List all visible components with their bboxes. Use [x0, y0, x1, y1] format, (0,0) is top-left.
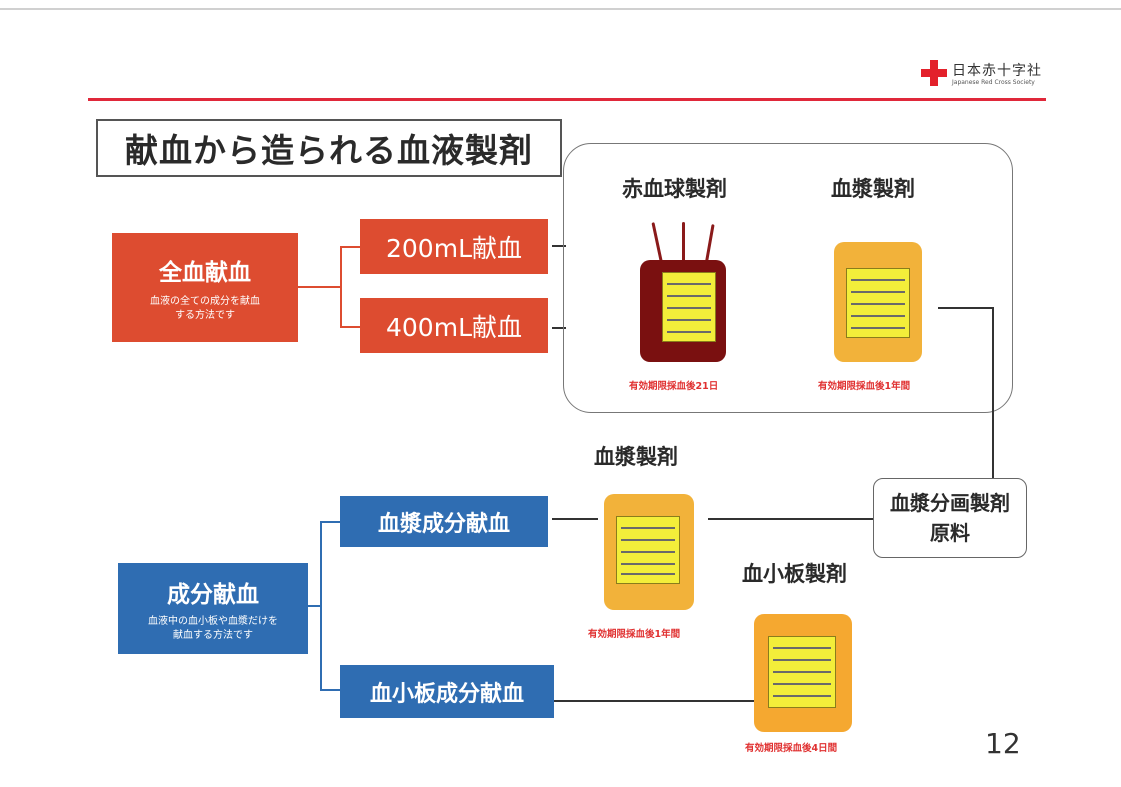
- donation-200ml-label: 200mL献血: [386, 233, 522, 263]
- page-title: 献血から造られる血液製剤: [96, 119, 562, 177]
- platelet-expiry: 有効期限採血後4日間: [745, 743, 838, 754]
- red-cross-icon: [921, 60, 947, 86]
- plasma-component-box: 血漿成分献血: [340, 496, 548, 547]
- connector: [554, 700, 754, 702]
- plasma-product-label-mid: 血漿製剤: [594, 445, 678, 469]
- component-description: 血液中の血小板や血漿だけを 献血する方法です: [148, 615, 278, 643]
- connector: [552, 327, 566, 329]
- plasma-fraction-sublabel: 原料: [930, 521, 970, 545]
- donation-400ml-label: 400mL献血: [386, 312, 522, 342]
- top-border: [0, 8, 1121, 10]
- connector: [320, 521, 322, 691]
- plasma-bag-image-mid: [604, 480, 696, 610]
- connector: [938, 307, 994, 309]
- red-cross-logo: 日本赤十字社 Japanese Red Cross Society: [921, 57, 1051, 91]
- whole-blood-description: 血液の全ての成分を献血 する方法です: [150, 295, 260, 323]
- logo-english: Japanese Red Cross Society: [952, 79, 1035, 86]
- donation-200ml-box: 200mL献血: [360, 219, 548, 274]
- whole-blood-desc-line1: 血液の全ての成分を献血: [150, 295, 260, 307]
- component-desc-line2: 献血する方法です: [173, 629, 253, 641]
- whole-blood-desc-line2: する方法です: [175, 309, 235, 321]
- connector: [298, 286, 340, 288]
- plasma-fraction-box: 血漿分画製剤 原料: [873, 478, 1027, 558]
- whole-blood-label: 全血献血: [159, 259, 251, 286]
- plasma-fraction-label: 血漿分画製剤: [890, 491, 1010, 515]
- component-desc-line1: 血液中の血小板や血漿だけを: [148, 615, 278, 627]
- rbc-expiry: 有効期限採血後21日: [629, 381, 719, 392]
- platelet-component-label: 血小板成分献血: [369, 681, 524, 707]
- platelet-bag-image: [754, 598, 854, 732]
- connector: [340, 326, 360, 328]
- platelet-component-box: 血小板成分献血: [340, 665, 554, 718]
- logo-japanese: 日本赤十字社: [952, 63, 1042, 79]
- connector: [320, 689, 340, 691]
- plasma-component-label: 血漿成分献血: [377, 511, 510, 537]
- plasma-expiry-mid: 有効期限採血後1年間: [588, 629, 681, 640]
- header-rule: [88, 98, 1046, 101]
- connector: [552, 518, 598, 520]
- connector: [320, 521, 340, 523]
- donation-400ml-box: 400mL献血: [360, 298, 548, 353]
- plasma-expiry-top: 有効期限採血後1年間: [818, 381, 911, 392]
- rbc-bag-image: [638, 222, 730, 362]
- plasma-product-label-top: 血漿製剤: [831, 177, 915, 201]
- connector: [340, 246, 360, 248]
- connector: [708, 518, 873, 520]
- whole-blood-box: 全血献血 血液の全ての成分を献血 する方法です: [112, 233, 298, 342]
- component-donation-label: 成分献血: [167, 581, 259, 608]
- connector: [552, 245, 566, 247]
- whole-blood-products-group: [563, 143, 1013, 413]
- rbc-product-label: 赤血球製剤: [622, 177, 727, 201]
- page-number: 12: [985, 727, 1021, 760]
- component-donation-box: 成分献血 血液中の血小板や血漿だけを 献血する方法です: [118, 563, 308, 654]
- plasma-bag-image-top: [834, 222, 924, 362]
- platelet-product-label: 血小板製剤: [742, 562, 847, 586]
- connector: [992, 307, 994, 478]
- connector: [308, 605, 322, 607]
- connector: [340, 246, 342, 328]
